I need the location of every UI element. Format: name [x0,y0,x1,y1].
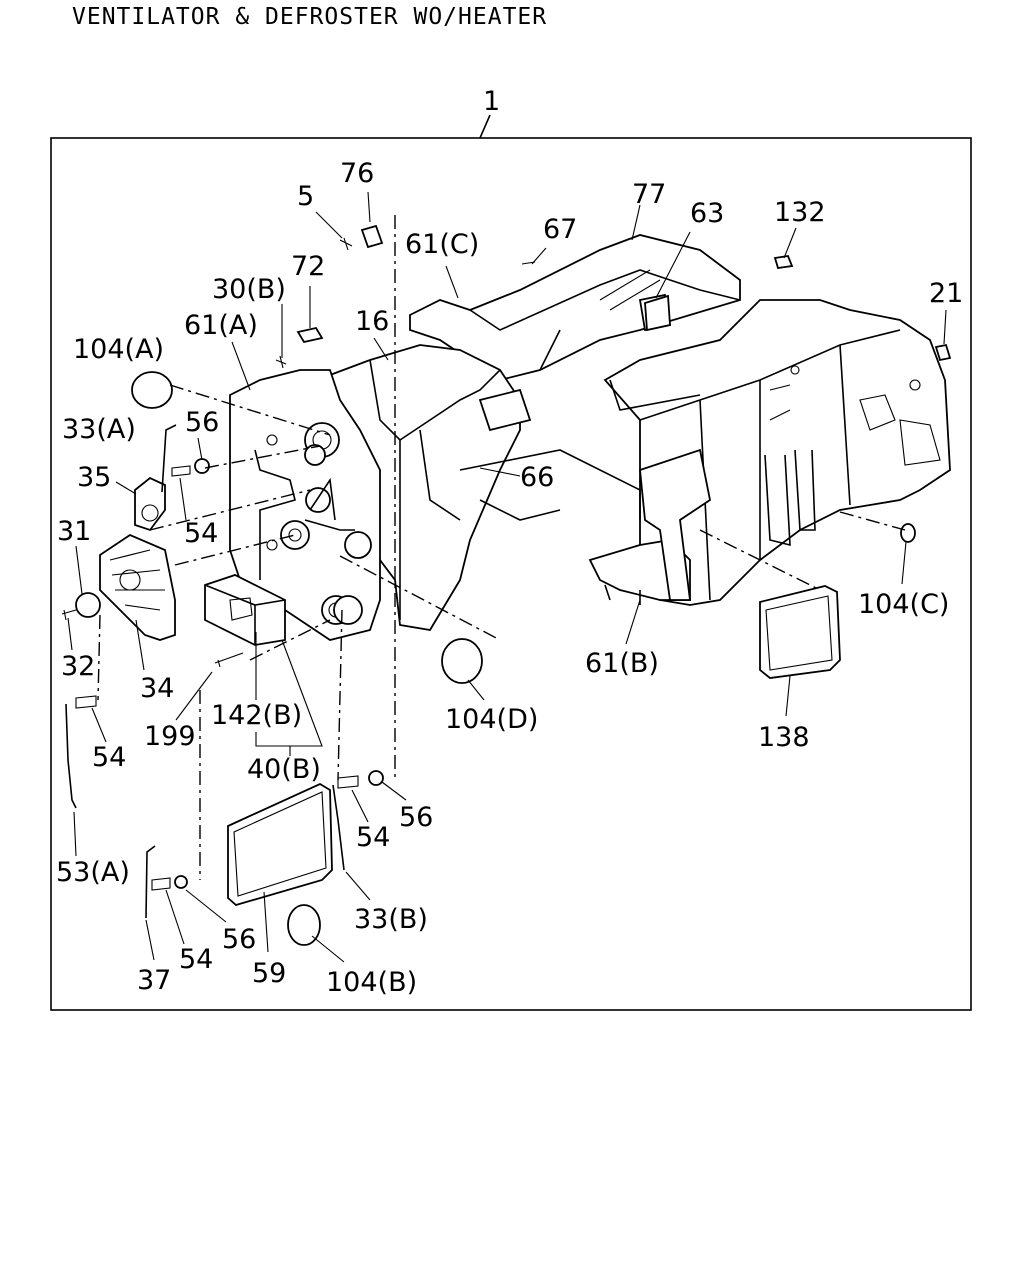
callout-label: 40(B) [247,754,321,785]
callout-label: 31 [57,516,91,547]
callout-label: 63 [690,198,724,229]
callout-label: 76 [340,158,374,189]
callout-label: 56 [185,407,219,438]
callout-label: 104(B) [326,967,417,998]
callout-label: 54 [179,944,213,975]
callout-label: 33(A) [62,414,136,445]
callout-label: 54 [356,822,390,853]
callout-label: 33(B) [354,904,428,935]
callout-label: 21 [929,278,963,309]
callout-label: 56 [222,924,256,955]
callout-label: 67 [543,214,577,245]
main-housing [603,299,951,606]
callout-label: 61(B) [585,648,659,679]
callout-label: 16 [355,306,389,337]
callout-labels: 76 5 77 63 132 67 61(C) 72 30(B) 21 61(A… [56,158,963,998]
callout-label: 104(A) [73,334,164,365]
callout-label: 66 [520,462,554,493]
callout-label: 77 [632,179,666,210]
callout-label: 32 [61,651,95,682]
alignment-lines [97,215,906,880]
callout-label: 30(B) [212,274,286,305]
lower-duct [588,448,712,605]
callout-label: 142(B) [211,700,302,731]
callout-label: 61(C) [405,229,479,260]
callout-label: 5 [297,181,314,212]
mode-dial-assembly [75,476,176,641]
callout-label: 53(A) [56,857,130,888]
callout-label: 199 [144,721,196,752]
callout-label: 72 [291,251,325,282]
left-side-plate [229,369,381,641]
callout-label: 37 [137,965,171,996]
assembly-label: 1 [483,86,500,117]
callout-label: 104(C) [858,589,949,620]
callout-label: 54 [92,742,126,773]
page-title: VENTILATOR & DEFROSTER WO/HEATER [72,4,548,30]
callout-label: 104(D) [445,704,538,735]
callout-label: 59 [252,958,286,989]
callout-label: 56 [399,802,433,833]
callout-label: 61(A) [184,310,258,341]
callout-label: 35 [77,462,111,493]
callout-label: 34 [140,673,174,704]
leader-lines [67,191,947,963]
actuator [204,574,286,646]
small-parts [61,224,952,946]
assembly-frame [50,137,972,1011]
callout-label: 54 [184,518,218,549]
callout-label: 132 [774,197,826,228]
callout-label: 138 [758,722,810,753]
